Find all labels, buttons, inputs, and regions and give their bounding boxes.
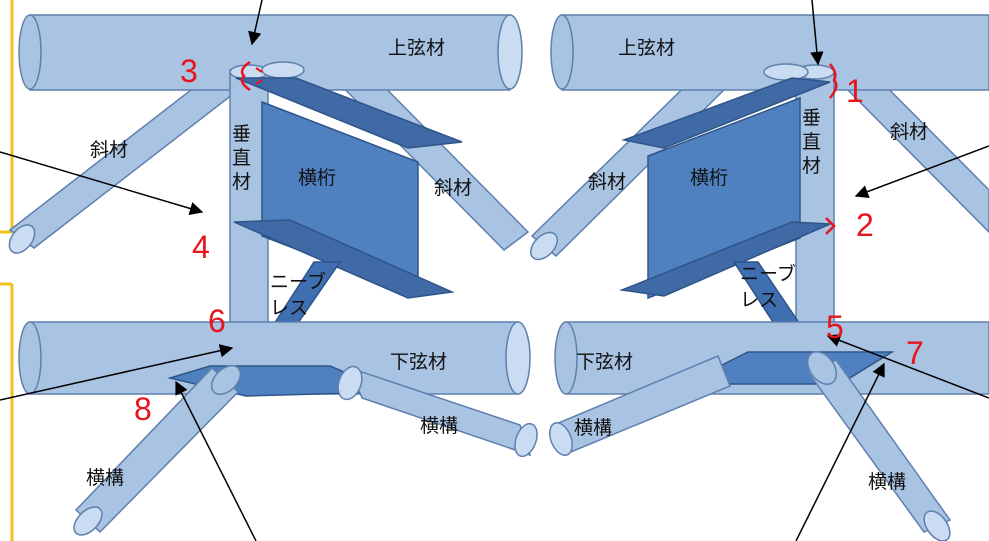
- left-upper-chord-label: 上弦材: [388, 37, 445, 59]
- left-marker-8: 8: [134, 391, 152, 427]
- left-arrow-to-8: [175, 380, 257, 541]
- right-marker-2: 2: [856, 207, 874, 243]
- right-arrow-top: [810, 0, 824, 66]
- left-marker-3: 3: [180, 53, 198, 89]
- left-floor-beam-label: 横桁: [298, 167, 336, 189]
- left-lateral-right-label: 横構: [420, 415, 458, 437]
- left-lateral-right-member: [337, 365, 538, 458]
- right-marker-1: 1: [846, 73, 864, 109]
- right-lateral-left-label: 横構: [574, 417, 612, 439]
- right-knee-brace-label-1: ニーブ: [740, 262, 796, 285]
- right-knee-brace-label-2: レス: [740, 289, 778, 311]
- right-arrow-to-2: [854, 145, 989, 199]
- right-diagonal-left-label: 斜材: [588, 171, 626, 193]
- left-arrow-top: [248, 0, 263, 46]
- left-marker-4: 4: [192, 229, 210, 265]
- right-upper-chord-label: 上弦材: [618, 37, 675, 59]
- right-diagonal-right-label: 斜材: [890, 121, 928, 143]
- left-marker-3-bracket: [240, 60, 251, 92]
- left-marker-6: 6: [208, 303, 226, 339]
- right-arrow-to-5: [826, 334, 989, 399]
- left-upper-chord-member: [18, 14, 523, 91]
- right-marker-1-bracket: [829, 63, 838, 99]
- right-arrow-to-7: [795, 362, 885, 541]
- left-vertical-char-1: 垂: [232, 123, 251, 145]
- left-arrow-to-4: [0, 151, 204, 216]
- right-upper-chord-member: [550, 14, 989, 91]
- left-diagonal-right-label: 斜材: [434, 177, 472, 199]
- right-marker-5: 5: [826, 309, 844, 345]
- right-vertical-char-2: 直: [802, 131, 821, 153]
- right-marker-2-bracket: [825, 217, 836, 235]
- left-lateral-left-label: 横構: [86, 467, 124, 489]
- left-lower-chord-label: 下弦材: [390, 351, 447, 373]
- right-floor-beam-girder: [619, 77, 831, 300]
- left-knee-brace-label-2: レス: [270, 297, 308, 319]
- left-panel: 上弦材 斜材 垂 直 材 横桁 斜材 ニーブ レス 下弦材 横構 横構 3 4 …: [0, 0, 538, 541]
- right-vertical-char-1: 垂: [802, 107, 821, 129]
- right-lower-chord-label: 下弦材: [576, 351, 633, 373]
- left-diagonal-left-label: 斜材: [90, 139, 128, 161]
- right-floor-beam-label: 横桁: [690, 167, 728, 189]
- left-arrow-to-6: [0, 344, 234, 401]
- right-marker-7: 7: [906, 335, 924, 371]
- right-lateral-left-member: [549, 355, 731, 456]
- left-lateral-left-member: [73, 364, 242, 536]
- left-knee-brace-label-1: ニーブ: [270, 270, 326, 293]
- right-lateral-right-member: [806, 351, 952, 541]
- right-diagonal-left-member: [530, 59, 738, 261]
- left-marker-3-bracket-inner: [255, 67, 263, 85]
- right-panel: 上弦材 斜材 垂 直 材 斜材 横桁 ニーブ レス 下弦材 横構 横構 1 2 …: [530, 0, 989, 541]
- left-floor-beam-girder: [233, 77, 463, 299]
- right-lateral-right-label: 横構: [868, 471, 906, 493]
- left-vertical-char-3: 材: [232, 171, 251, 193]
- left-vertical-char-2: 直: [232, 147, 251, 169]
- right-vertical-char-3: 材: [802, 155, 821, 177]
